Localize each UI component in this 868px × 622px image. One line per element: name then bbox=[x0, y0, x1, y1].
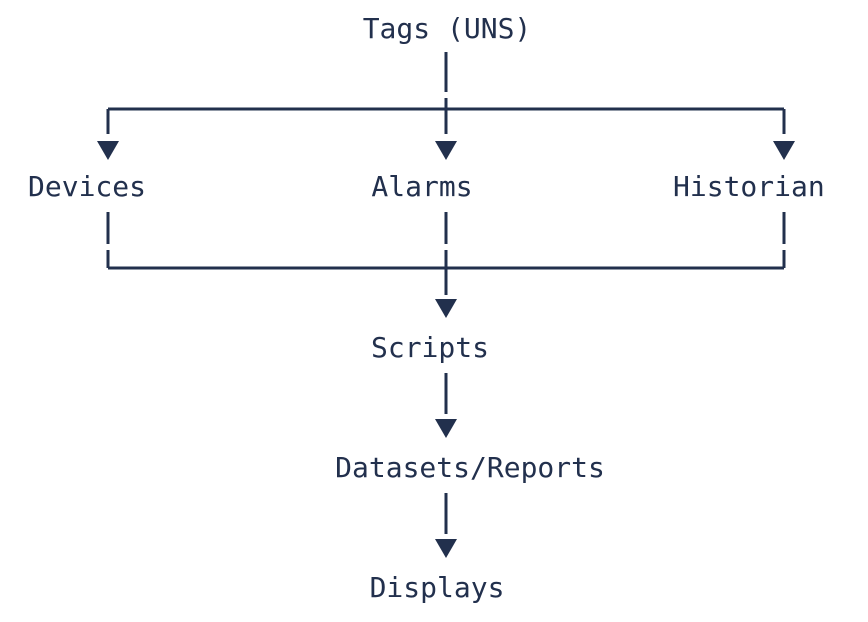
node-label-alarms: Alarms bbox=[371, 170, 472, 203]
node-label-historian: Historian bbox=[673, 170, 825, 203]
node-label-tags: Tags (UNS) bbox=[363, 12, 532, 45]
arrow-head-to-scripts bbox=[435, 299, 457, 318]
node-label-scripts: Scripts bbox=[371, 331, 489, 364]
arrow-head-to-historian bbox=[773, 141, 795, 160]
node-label-devices: Devices bbox=[28, 170, 146, 203]
arrow-head-to-datasets bbox=[435, 419, 457, 438]
arrow-head-to-alarms bbox=[435, 141, 457, 160]
arrow-head-to-displays bbox=[435, 539, 457, 558]
node-label-displays: Displays bbox=[370, 571, 505, 604]
edge-branches-to-scripts bbox=[106, 212, 786, 295]
node-label-datasets: Datasets/Reports bbox=[335, 451, 605, 484]
edge-tags-to-branches bbox=[106, 52, 786, 134]
arrow-head-to-devices bbox=[97, 141, 119, 160]
